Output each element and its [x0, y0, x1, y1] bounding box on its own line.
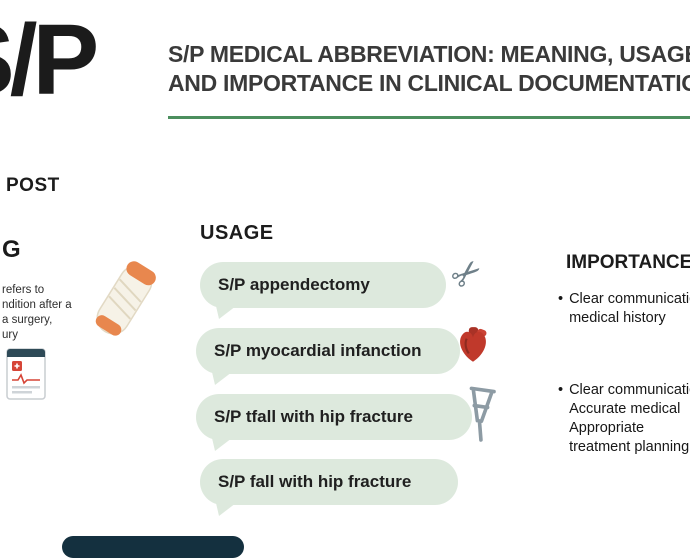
scissors-icon: ✂ [442, 248, 492, 300]
page-title-line2: AND IMPORTANCE IN CLINICAL DOCUMENTATION [168, 70, 690, 96]
bullet-line: treatment planning [569, 439, 690, 455]
page-title: S/P MEDICAL ABBREVIATION: MEANING, USAGE… [168, 40, 690, 98]
usage-bubble: S/P fall with hip fracture [200, 459, 458, 505]
status-post-label: POST [6, 175, 60, 196]
usage-bubble: S/P tfall with hip fracture [196, 394, 472, 440]
medical-report-icon [6, 348, 46, 405]
bullet-text: Clear communication medical history [569, 290, 690, 328]
bullet-line: medical history [569, 310, 666, 326]
meaning-paragraph: refers to ndition after a a surgery, ury [2, 283, 72, 343]
usage-bubble-label: S/P tfall with hip fracture [214, 407, 413, 426]
importance-heading: IMPORTANCE [566, 252, 690, 273]
bullet-line: Clear communication [569, 291, 690, 307]
usage-heading: USAGE [200, 222, 274, 244]
meaning-line: ury [2, 329, 18, 341]
bullet-text: Clear communication Accurate medical App… [569, 381, 690, 457]
usage-bubble: S/P myocardial infanction [196, 328, 460, 374]
usage-bubble-label: S/P fall with hip fracture [218, 472, 412, 491]
importance-bullet: • Clear communication Accurate medical A… [558, 381, 690, 457]
usage-bubble-label: S/P myocardial infanction [214, 341, 422, 360]
bandaged-foot-illustration [80, 256, 164, 353]
usage-bubble-label: S/P appendectomy [218, 275, 370, 294]
bullet-line: Appropriate [569, 420, 645, 436]
bullet-line: Clear communication [569, 382, 690, 398]
usage-bubble: S/P appendectomy [200, 262, 446, 308]
page-title-line1: S/P MEDICAL ABBREVIATION: MEANING, USAGE [168, 41, 690, 67]
crutch-icon [456, 383, 508, 452]
bullet-dot: • [558, 291, 564, 307]
bullet-dot: • [558, 382, 564, 398]
meaning-line: ndition after a [2, 299, 72, 311]
meaning-heading-fragment: G [2, 236, 21, 263]
bullet-line: Accurate medical [569, 401, 681, 417]
importance-bullet: • Clear communication medical history [558, 290, 690, 328]
footer-bar [62, 536, 244, 558]
heart-icon [452, 324, 494, 371]
logo-sp: S/P [0, 4, 99, 116]
meaning-line: refers to [2, 284, 45, 296]
meaning-line: a surgery, [2, 314, 53, 326]
title-underline [168, 116, 690, 119]
